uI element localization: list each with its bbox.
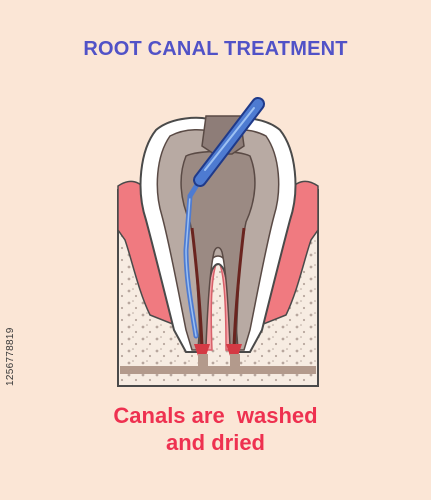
side-identifier: 1256778819 <box>5 327 16 386</box>
caption: Canals are washed and dried <box>0 402 431 456</box>
apex-left <box>194 344 210 356</box>
root-canal-left <box>190 227 204 347</box>
nerve-bundle <box>120 366 316 374</box>
nerve-channel-left <box>198 354 208 368</box>
apex-right <box>226 344 242 356</box>
endodontic-instrument-icon <box>193 97 265 187</box>
caption-line-2: and dried <box>165 430 265 455</box>
nerve-channel-right <box>230 354 240 368</box>
caption-line-1: Canals are washed <box>113 403 318 428</box>
root-canal-right <box>232 227 246 347</box>
page-title: ROOT CANAL TREATMENT <box>83 38 348 60</box>
